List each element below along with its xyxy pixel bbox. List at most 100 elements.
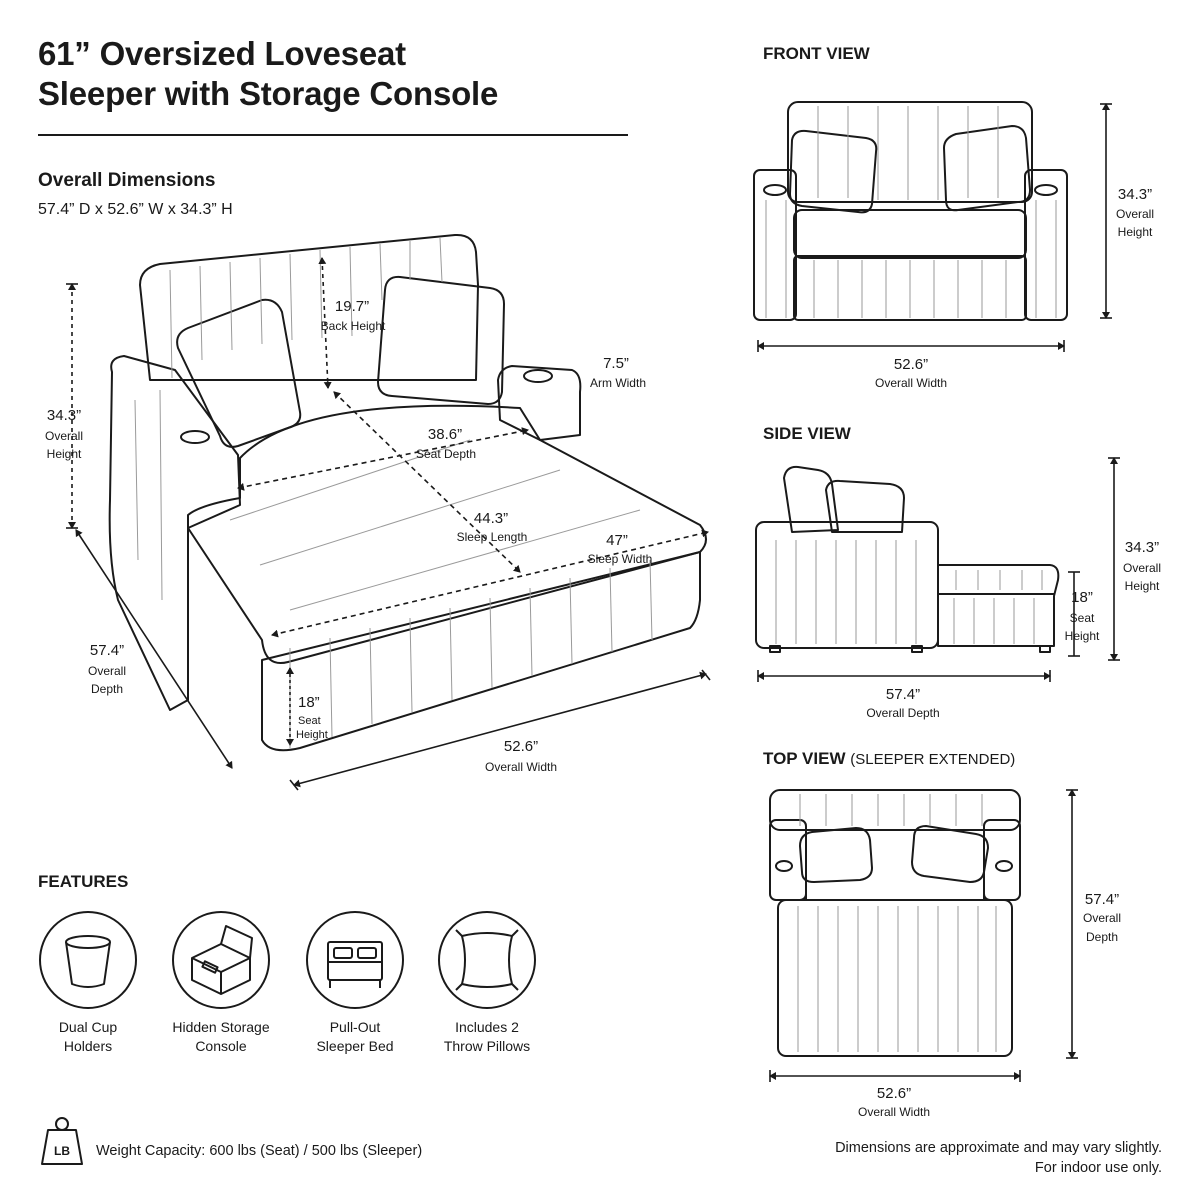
main-overall-height-label-2: Height: [47, 447, 82, 461]
overall-dimensions-heading: Overall Dimensions: [38, 170, 216, 191]
main-sleep-width-label: Sleep Width: [588, 552, 653, 566]
front-seat-cushion: [793, 209, 1027, 259]
top-right-cup: [995, 860, 1013, 872]
main-seat-height-label-2: Height: [296, 729, 328, 741]
feature-circle-pillow: [438, 911, 536, 1009]
main-back-height-value: 19.7”: [335, 298, 369, 315]
top-depth-label-2: Depth: [1086, 930, 1118, 944]
top-sleeper-extended: [777, 899, 1013, 1057]
main-arm-width-label: Arm Width: [590, 376, 646, 390]
side-seat-height-label-2: Height: [1065, 629, 1100, 643]
disclaimer-line-1: Dimensions are approximate and may vary …: [835, 1140, 1162, 1156]
main-overall-width-label: Overall Width: [485, 760, 557, 774]
side-extended-sleeper: [937, 564, 1060, 647]
top-left-pillow: [799, 827, 873, 883]
top-view-title: TOP VIEW (SLEEPER EXTENDED): [763, 749, 1015, 769]
main-seat-height-label-1: Seat: [298, 715, 321, 727]
main-overall-depth-value: 57.4”: [90, 642, 124, 659]
top-right-arm: [983, 819, 1021, 901]
front-right-cup: [1034, 184, 1058, 196]
feature-label-cup: Dual Cup Holders: [23, 1018, 153, 1056]
weight-capacity-text: Weight Capacity: 600 lbs (Seat) / 500 lb…: [96, 1143, 423, 1159]
main-seat-depth-label: Seat Depth: [416, 447, 476, 461]
feature-bed-line-1: Pull-Out: [329, 1019, 381, 1035]
feature-pillow-line-1: Includes 2: [455, 1019, 519, 1035]
side-view-labels: 34.3” Overall Height 18” Seat Height 57.…: [866, 539, 1161, 720]
side-depth-value: 57.4”: [886, 686, 920, 703]
front-left-arm: [753, 169, 797, 321]
side-height-value: 34.3”: [1125, 539, 1159, 556]
top-view-channels: [797, 794, 997, 1052]
main-seat-height-value: 18”: [298, 694, 320, 711]
feature-icon-circles: [39, 911, 536, 1009]
feature-label-bed: Pull-Out Sleeper Bed: [290, 1018, 420, 1056]
left-arm-outline: [108, 355, 241, 711]
top-view-title-note: (SLEEPER EXTENDED): [850, 751, 1016, 768]
main-channel-lines: [134, 237, 653, 748]
right-cup-holder: [523, 369, 553, 383]
title-divider: [38, 134, 628, 136]
seat-top-outline: [187, 404, 707, 664]
front-view-title: FRONT VIEW: [763, 44, 870, 63]
side-height-label-1: Overall: [1123, 561, 1161, 575]
top-width-value: 52.6”: [877, 1085, 911, 1102]
feature-cup-line-2: Holders: [63, 1038, 113, 1054]
main-arm-width-value: 7.5”: [603, 355, 629, 372]
main-sleep-length-value: 44.3”: [474, 510, 508, 527]
side-seat-height-label-1: Seat: [1070, 611, 1095, 625]
front-left-cup: [763, 184, 787, 196]
top-width-label: Overall Width: [858, 1105, 930, 1119]
front-height-label-1: Overall: [1116, 207, 1154, 221]
side-view-title: SIDE VIEW: [763, 424, 851, 443]
weight-badge-icon: [41, 1117, 83, 1165]
front-height-label-2: Height: [1118, 225, 1153, 239]
main-dimension-labels: 34.3” Overall Height 19.7” Back Height 7…: [45, 298, 652, 774]
title-line-2: Sleeper with Storage Console: [38, 75, 499, 112]
main-seat-depth-value: 38.6”: [428, 426, 462, 443]
main-overall-depth-label-1: Overall: [88, 664, 126, 678]
side-view-dimension-lines: [757, 457, 1120, 682]
side-arm-body: [755, 521, 939, 649]
pillow-icon: [455, 929, 519, 991]
cup-holder-icon: [65, 935, 111, 988]
weight-badge-text: LB: [54, 1144, 70, 1158]
top-depth-value: 57.4”: [1085, 891, 1119, 908]
top-left-cup: [775, 860, 793, 872]
main-overall-height-value: 34.3”: [47, 407, 81, 424]
main-overall-height-label-1: Overall: [45, 429, 83, 443]
side-back-pillow-2: [825, 479, 905, 533]
side-view-drawing: [755, 465, 1060, 653]
front-right-pillow: [943, 125, 1031, 212]
side-back-pillow-1: [783, 465, 839, 533]
feature-circle-cup: [39, 911, 137, 1009]
right-pillow-outline: [377, 275, 505, 405]
top-view-title-main: TOP VIEW: [763, 749, 846, 768]
backrest-outline: [139, 233, 479, 381]
feature-storage-line-1: Hidden Storage: [172, 1019, 270, 1035]
right-arm-outline: [497, 365, 582, 441]
main-sleep-length-label: Sleep Length: [457, 530, 528, 544]
main-sleep-width-value: 47”: [606, 532, 628, 549]
disclaimer-line-2: For indoor use only.: [1034, 1160, 1162, 1176]
overall-dimensions-value: 57.4” D x 52.6” W x 34.3” H: [38, 201, 233, 218]
top-depth-label-1: Overall: [1083, 911, 1121, 925]
main-dimension-lines: [66, 257, 711, 791]
left-pillow-outline: [176, 298, 302, 448]
feature-label-storage: Hidden Storage Console: [156, 1018, 286, 1056]
front-view-drawing: [753, 101, 1068, 321]
front-view-labels: 34.3” Overall Height 52.6” Overall Width: [875, 186, 1154, 390]
side-leg-1: [769, 645, 781, 653]
feature-bed-line-2: Sleeper Bed: [316, 1038, 394, 1054]
top-right-pillow: [911, 825, 989, 883]
front-view-dimension-lines: [757, 103, 1112, 352]
main-overall-width-value: 52.6”: [504, 738, 538, 755]
main-back-height-label: Back Height: [321, 319, 386, 333]
storage-box-icon: [191, 925, 253, 995]
bed-icon: [327, 941, 383, 988]
side-leg-3: [1039, 645, 1051, 653]
side-seat-height-value: 18”: [1071, 589, 1093, 606]
top-view-drawing: [769, 789, 1021, 1057]
feature-circle-storage: [172, 911, 270, 1009]
title-line-1: 61” Oversized Loveseat: [38, 35, 406, 72]
